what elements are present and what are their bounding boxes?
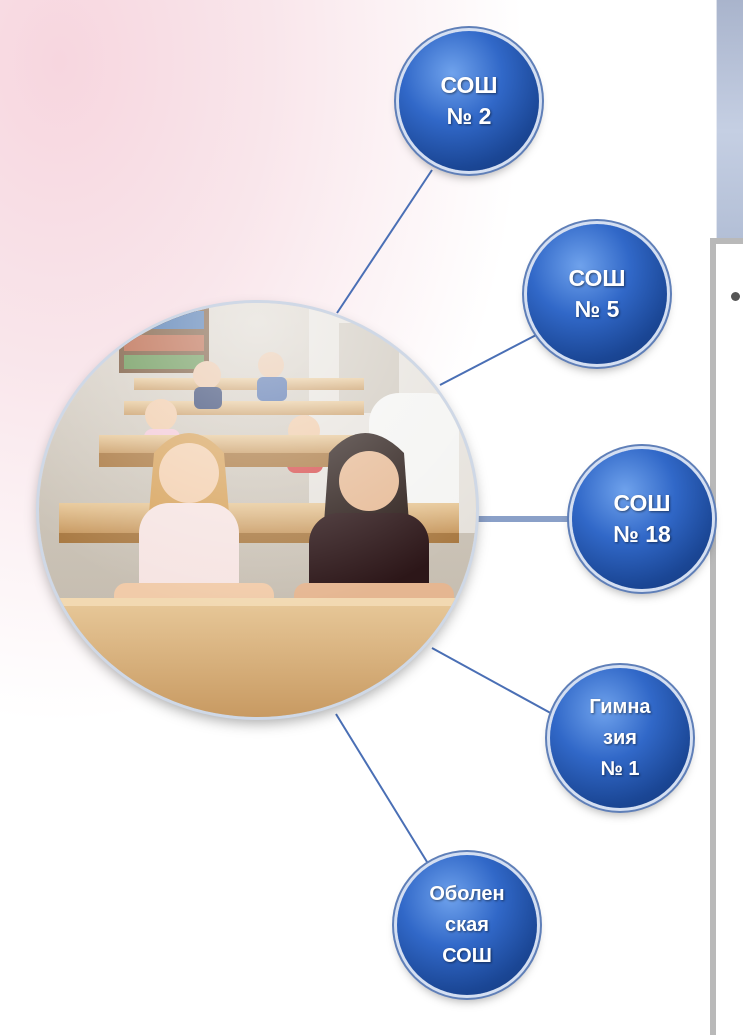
node-label-line: зия bbox=[603, 726, 637, 749]
node-label-line: № 1 bbox=[600, 757, 640, 780]
node-school-5[interactable]: СОШ № 5 bbox=[527, 224, 667, 364]
node-label-line: СОШ bbox=[442, 944, 492, 967]
node-label-line: СОШ bbox=[613, 489, 671, 516]
connector-gymnasium-1 bbox=[431, 647, 557, 717]
node-label-line: СОШ bbox=[568, 264, 626, 291]
node-label-line: Гимна bbox=[589, 695, 651, 718]
node-label-line: ская bbox=[445, 913, 489, 936]
slide-panel-header bbox=[716, 0, 743, 238]
node-obolenskaya[interactable]: Оболен ская СОШ bbox=[397, 855, 537, 995]
node-school-18[interactable]: СОШ № 18 bbox=[572, 449, 712, 589]
node-label-line: СОШ bbox=[440, 71, 498, 98]
slide-panel-body bbox=[716, 244, 743, 1035]
node-school-2[interactable]: СОШ № 2 bbox=[399, 31, 539, 171]
connector-school-2 bbox=[336, 169, 433, 314]
bullet-point-icon bbox=[731, 292, 740, 301]
node-label-line: № 18 bbox=[613, 521, 671, 547]
classroom-photo bbox=[39, 303, 476, 717]
node-label-line: № 2 bbox=[446, 103, 492, 129]
node-label-line: № 5 bbox=[574, 296, 620, 322]
node-label-line: Оболен bbox=[429, 882, 505, 905]
connector-obolenskaya bbox=[335, 713, 433, 871]
connector-school-5 bbox=[439, 332, 541, 386]
node-gymnasium-1[interactable]: Гимна зия № 1 bbox=[550, 668, 690, 808]
classroom-photo-icon bbox=[39, 303, 476, 717]
